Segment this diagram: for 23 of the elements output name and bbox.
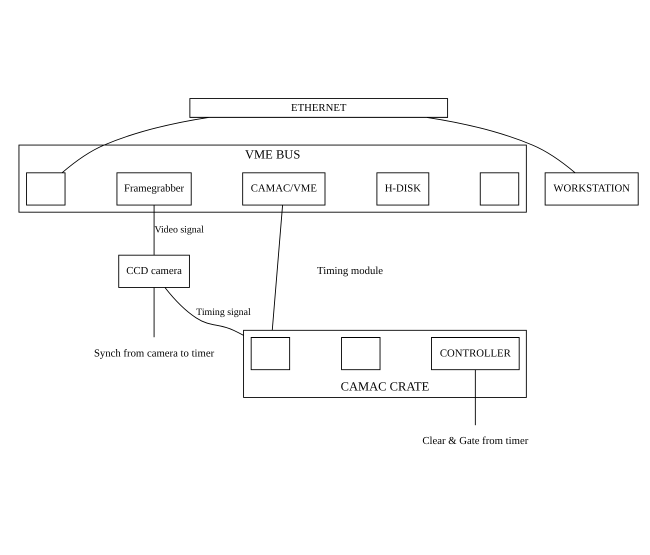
connector <box>272 204 284 330</box>
node-box <box>26 172 66 206</box>
node-text: Synch from camera to timer <box>94 346 214 359</box>
connector <box>426 116 576 173</box>
connector <box>154 286 155 338</box>
node-box <box>341 336 380 370</box>
node-box <box>250 336 290 370</box>
node-box: ETHERNET <box>189 98 448 118</box>
connector <box>154 204 155 255</box>
node-box: CAMAC/VME <box>242 172 326 206</box>
edge-label: Video signal <box>154 224 204 236</box>
node-box: CONTROLLER <box>431 336 520 370</box>
connector <box>62 116 210 173</box>
connector <box>164 286 244 336</box>
node-box: WORKSTATION <box>544 172 639 206</box>
connector <box>474 368 476 426</box>
label: Timing module <box>317 264 384 277</box>
node-box <box>480 172 520 206</box>
edge-label: Timing signal <box>196 306 251 318</box>
node-text: Clear & Gate from timer <box>422 434 528 447</box>
node-box: Framegrabber <box>116 172 192 206</box>
node-box: CCD camera <box>118 254 190 288</box>
node-box: H-DISK <box>376 172 430 206</box>
